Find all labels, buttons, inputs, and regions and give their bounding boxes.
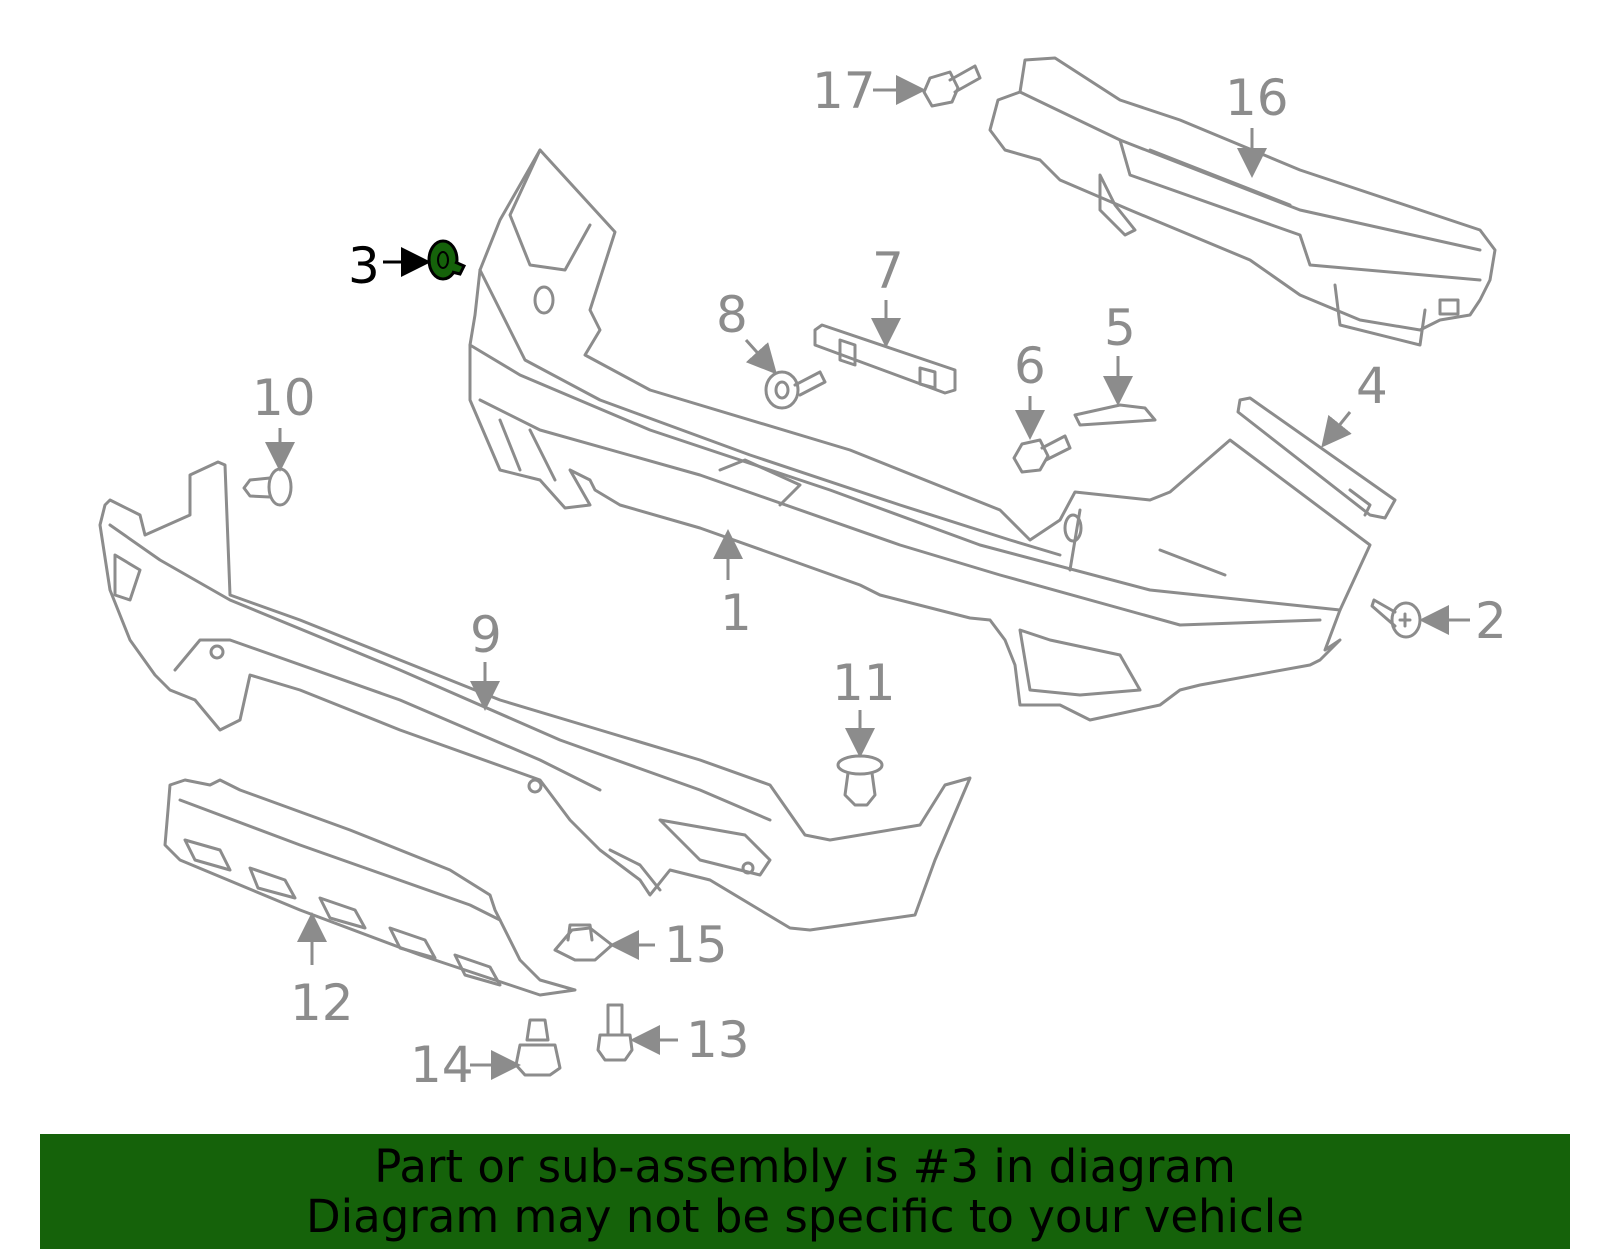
part-6-bolt: [1012, 434, 1072, 474]
part-17-bolt: [922, 64, 982, 108]
part-16-bumper-beam: [988, 56, 1497, 347]
callout-arrows: [265, 75, 1470, 1080]
callout-6: 6: [1014, 337, 1046, 395]
callout-5: 5: [1104, 299, 1136, 357]
part-15-clip-nut: [553, 923, 614, 962]
callout-9: 9: [470, 606, 502, 664]
callout-7: 7: [872, 242, 904, 300]
callout-14: 14: [410, 1036, 474, 1094]
part-10-clip: [242, 467, 293, 507]
info-banner: Part or sub-assembly is #3 in diagram Di…: [40, 1134, 1570, 1249]
part-12-skid-plate: [163, 778, 577, 997]
callout-3: 3: [348, 237, 380, 295]
part-4-spacer: [1236, 396, 1397, 520]
part-7-bracket: [813, 323, 957, 395]
callout-16: 16: [1225, 69, 1289, 127]
callout-8: 8: [716, 286, 748, 344]
part-2-screw: [1370, 598, 1422, 639]
part-1-bumper-cover: [468, 148, 1372, 722]
callout-labels: 1 2 3 4 5 6 7 8 9 10 11 12 13 14 15 16 1…: [252, 62, 1507, 1094]
callout-17: 17: [812, 62, 876, 120]
callout-11: 11: [832, 654, 896, 712]
callout-4: 4: [1356, 357, 1388, 415]
callout-15: 15: [664, 916, 728, 974]
banner-line-2: Diagram may not be specific to your vehi…: [306, 1190, 1304, 1243]
part-9-lower-cover: [98, 460, 972, 932]
callout-1: 1: [720, 584, 752, 642]
callout-12: 12: [290, 974, 354, 1032]
part-8-screw: [764, 370, 827, 410]
banner-line-1: Part or sub-assembly is #3 in diagram: [374, 1140, 1236, 1193]
part-14-fastener: [514, 1018, 562, 1077]
part-13-bolt: [596, 1003, 634, 1062]
part-3-clip-highlighted: [427, 239, 467, 281]
callout-2: 2: [1475, 592, 1507, 650]
callout-10: 10: [252, 369, 316, 427]
part-5-bracket: [1073, 403, 1157, 427]
callout-13: 13: [686, 1011, 750, 1069]
part-11-clip: [836, 754, 884, 807]
